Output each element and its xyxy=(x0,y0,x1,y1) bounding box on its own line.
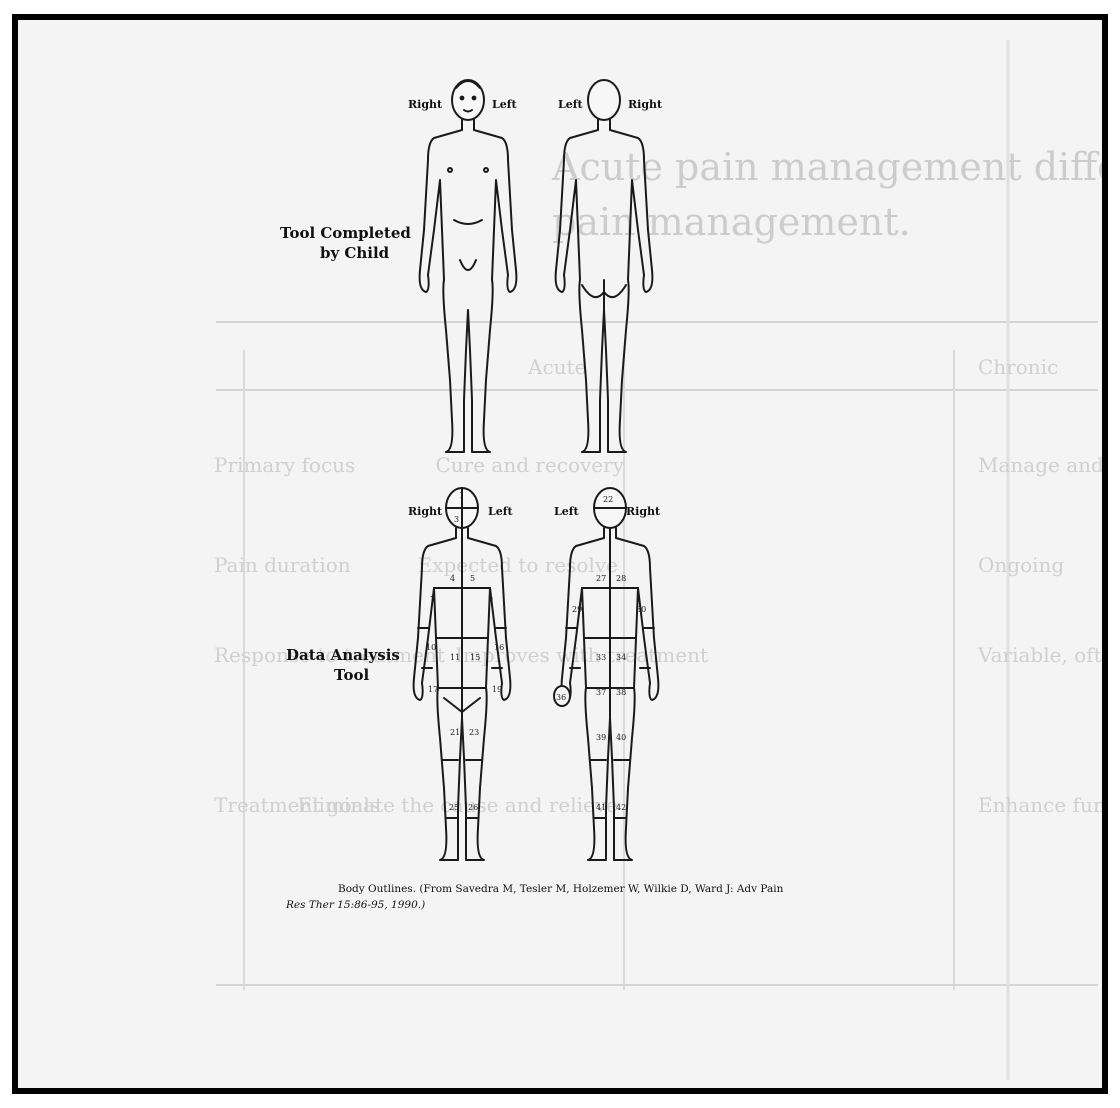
region-number: 36 xyxy=(556,693,566,702)
label-bottom-front-right: Right xyxy=(408,505,443,518)
ghost-row1-label: Primary focus xyxy=(214,453,355,477)
region-number: 7 xyxy=(430,595,435,604)
label-bottom-back-right: Right xyxy=(626,505,661,518)
region-number: 17 xyxy=(428,685,438,694)
region-number: 34 xyxy=(616,653,626,662)
label-tool-completed: Tool Completed xyxy=(280,224,411,242)
label-top-back-left: Left xyxy=(558,98,583,111)
label-by-child: by Child xyxy=(320,244,390,262)
region-number: 15 xyxy=(470,653,480,662)
region-number: 3 xyxy=(454,515,459,524)
region-number: 29 xyxy=(572,605,582,614)
region-number: 39 xyxy=(596,733,606,742)
region-number: 16 xyxy=(494,643,504,652)
region-number: 25 xyxy=(449,803,459,812)
region-number: 9 xyxy=(488,595,493,604)
label-data-analysis: Data Analysis xyxy=(286,646,400,664)
region-number: 26 xyxy=(468,803,478,812)
ghost-row2-acute: Expected to resolve xyxy=(418,553,618,577)
ghost-col-chronic: Chronic xyxy=(978,355,1058,379)
region-number: 5 xyxy=(470,574,475,583)
region-number: 10 xyxy=(426,643,436,652)
ghost-row1-acute: Cure and recovery xyxy=(435,453,624,477)
region-number: 19 xyxy=(492,685,502,694)
region-number: 40 xyxy=(616,733,626,742)
label-top-front-left: Left xyxy=(492,98,517,111)
ghost-heading-line2: pain management. xyxy=(552,200,911,244)
ghost-row1-chronic: Manage and cope xyxy=(978,453,1102,477)
page-image: Acute pain management differs from chron… xyxy=(18,20,1102,1088)
ghost-row3-acute: Improves with treatment xyxy=(455,643,708,667)
region-number: 22 xyxy=(603,495,613,504)
label-top-front-right: Right xyxy=(408,98,443,111)
label-top-back-right: Right xyxy=(628,98,663,111)
region-number: 21 xyxy=(450,728,460,737)
label-bottom-back-left: Left xyxy=(554,505,579,518)
ghost-row2-label: Pain duration xyxy=(214,553,351,577)
ghost-row2-chronic: Ongoing xyxy=(978,553,1064,577)
region-number: 42 xyxy=(616,803,626,812)
region-number: 4 xyxy=(450,574,455,583)
label-bottom-front-left: Left xyxy=(488,505,513,518)
region-number: 27 xyxy=(596,574,606,583)
region-number: 30 xyxy=(636,605,646,614)
region-number: 38 xyxy=(616,688,626,697)
ghost-row4-chronic: Enhance function and quality xyxy=(978,793,1102,817)
region-number: 11 xyxy=(450,653,460,662)
region-number: 28 xyxy=(616,574,626,583)
ghost-col-acute: Acute xyxy=(527,355,586,379)
caption-line1: Body Outlines. (From Savedra M, Tesler M… xyxy=(338,883,784,895)
region-number: 1 xyxy=(459,491,464,500)
region-number: 37 xyxy=(596,688,606,697)
caption-line2: Res Ther 15:86-95, 1990.) xyxy=(285,899,425,911)
ghost-row3-chronic: Variable, often lasting xyxy=(977,643,1102,667)
ghost-heading-line1: Acute pain management differs from chron… xyxy=(551,145,1102,189)
region-number: 41 xyxy=(596,803,606,812)
region-number: 33 xyxy=(596,653,606,662)
label-tool: Tool xyxy=(334,666,369,684)
region-number: 23 xyxy=(469,728,479,737)
scanned-page: Acute pain management differs from chron… xyxy=(12,14,1108,1094)
